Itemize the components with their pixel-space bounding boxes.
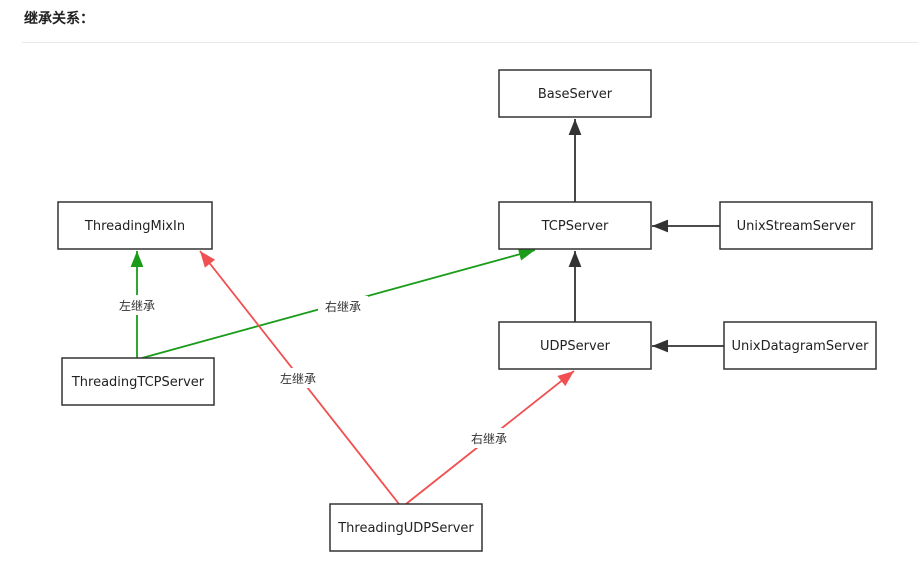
edge-label-udp-left: 左继承 — [280, 371, 316, 386]
node-threadingudpserver: ThreadingUDPServer — [329, 503, 483, 552]
node-unixdatagramserver: UnixDatagramServer — [723, 321, 877, 370]
node-label: ThreadingMixIn — [84, 219, 185, 234]
node-tcpserver: TCPServer — [498, 201, 652, 250]
node-label: UDPServer — [540, 339, 611, 354]
edge-label-tcp-left: 左继承 — [119, 298, 155, 313]
node-label: UnixDatagramServer — [732, 339, 870, 354]
divider — [22, 42, 918, 43]
node-udpserver: UDPServer — [498, 321, 652, 370]
node-baseserver: BaseServer — [498, 69, 652, 118]
node-threadingtcpserver: ThreadingTCPServer — [61, 357, 215, 406]
edge-label-tcp-right: 右继承 — [325, 299, 361, 314]
node-threadingmixin: ThreadingMixIn — [57, 201, 213, 250]
node-unixstreamserver: UnixStreamServer — [719, 201, 873, 250]
node-label: UnixStreamServer — [737, 219, 856, 234]
node-label: BaseServer — [538, 87, 613, 102]
edge-label-udp-right: 右继承 — [471, 431, 507, 446]
node-label: TCPServer — [541, 219, 609, 234]
node-label: ThreadingTCPServer — [71, 375, 205, 390]
page-title: 继承关系： — [24, 11, 94, 27]
node-label: ThreadingUDPServer — [337, 521, 474, 536]
